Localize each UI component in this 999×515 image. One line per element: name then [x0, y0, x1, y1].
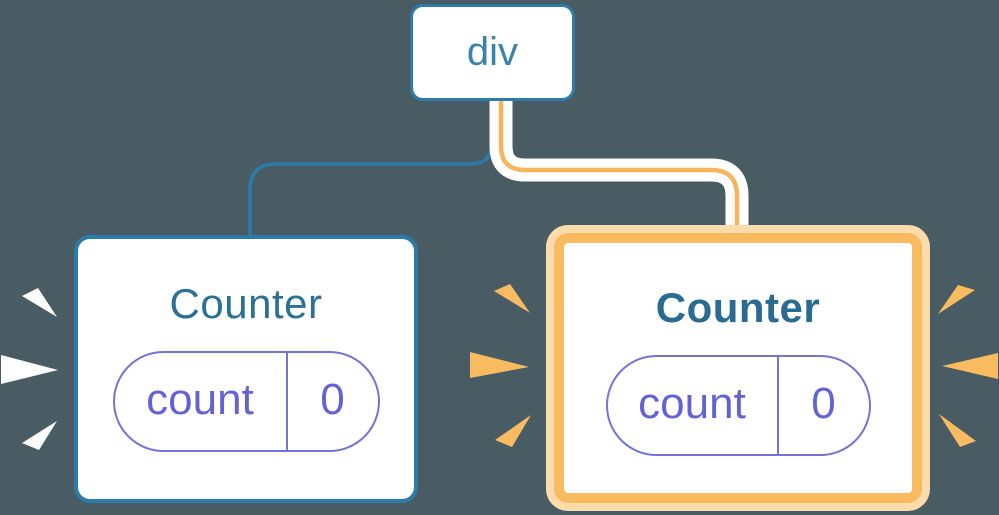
burst-ray-highlight-left-top-icon — [494, 284, 530, 313]
state-pill-left-name: count — [115, 353, 288, 450]
connector-left-icon — [248, 101, 494, 242]
state-pill-highlighted-name: count — [608, 357, 779, 454]
burst-ray-highlight-left-middle-icon — [470, 352, 529, 378]
burst-ray-highlight-right-middle-icon — [942, 353, 998, 379]
tree-node-div: div — [410, 4, 575, 101]
burst-ray-left-bottom-icon — [22, 421, 57, 450]
counter-card-highlighted: Counter count 0 — [554, 233, 922, 503]
burst-ray-highlight-left-bottom-icon — [495, 415, 531, 447]
burst-ray-highlight-right-top-icon — [938, 285, 975, 314]
tree-node-div-label: div — [466, 30, 519, 74]
burst-ray-left-top-icon — [22, 288, 57, 317]
counter-card-left: Counter count 0 — [74, 235, 418, 503]
state-pill-highlighted-value: 0 — [811, 378, 836, 428]
state-pill-highlighted: count 0 — [605, 355, 871, 456]
connector-right-core-icon — [498, 98, 740, 232]
counter-card-left-title: Counter — [169, 280, 323, 327]
counter-card-highlighted-title: Counter — [655, 284, 821, 331]
burst-ray-highlight-right-bottom-icon — [939, 414, 976, 447]
connector-right-casing-icon — [489, 98, 749, 232]
state-pill-left: count 0 — [112, 351, 380, 452]
state-pill-left-value: 0 — [320, 374, 345, 424]
burst-ray-left-middle-icon — [1, 355, 58, 384]
